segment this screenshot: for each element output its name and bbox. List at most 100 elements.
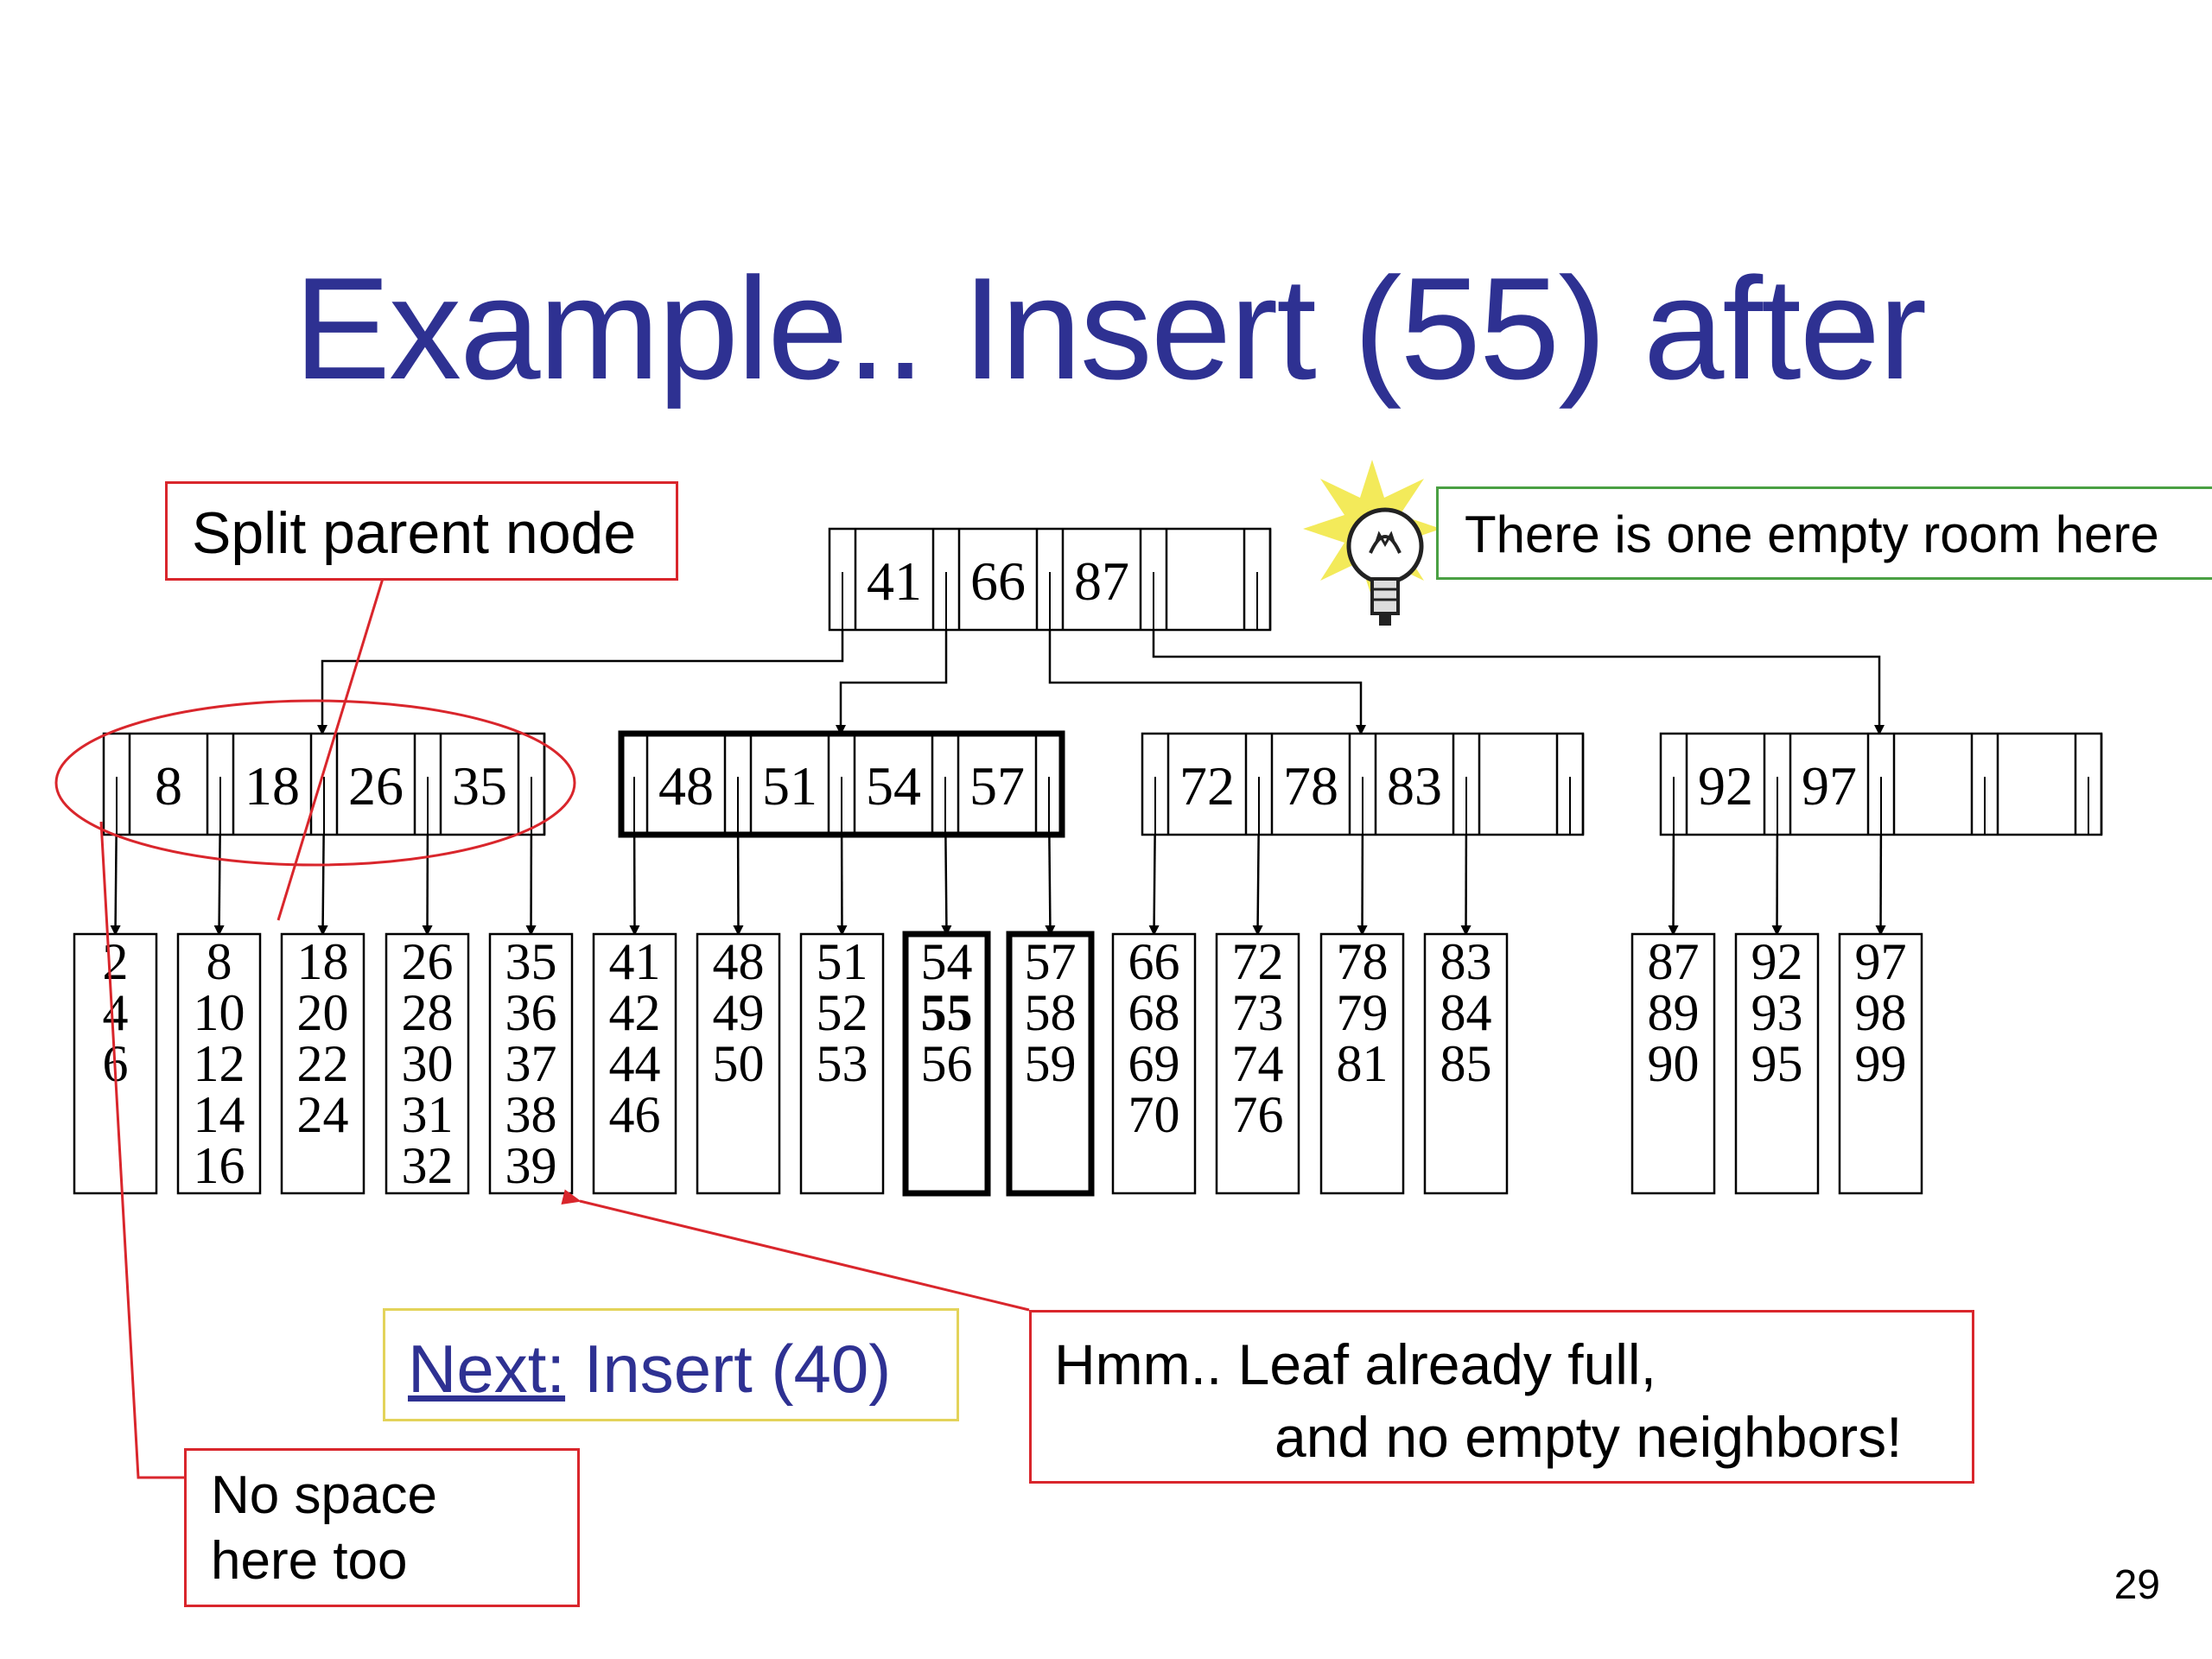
leaf-key: 18 <box>297 933 349 990</box>
leaf-key: 81 <box>1337 1035 1389 1092</box>
split-pointer-line <box>276 572 386 921</box>
leaf-key: 69 <box>1128 1035 1180 1092</box>
leaf-key: 22 <box>297 1035 349 1092</box>
leaf-key: 56 <box>921 1035 973 1092</box>
leaf-key: 24 <box>297 1086 349 1143</box>
next-insert-callout: Next: Insert (40) <box>383 1308 959 1421</box>
leaf-key: 70 <box>1128 1086 1180 1143</box>
leaf-key: 76 <box>1232 1086 1284 1143</box>
leaf-key: 97 <box>1855 933 1907 990</box>
leaf-key: 84 <box>1440 984 1492 1041</box>
internal-node-4: 92 97 <box>1659 732 2103 836</box>
leaf-key: 55 <box>921 984 973 1041</box>
leaf-key: 38 <box>505 1086 557 1143</box>
leaf-key: 44 <box>609 1035 661 1092</box>
leaf-box <box>1734 932 1820 1195</box>
leaf-key: 68 <box>1128 984 1180 1041</box>
leaf-key: 32 <box>402 1137 454 1194</box>
internal-node-4-key: 97 <box>1802 755 1857 817</box>
leaf-key: 39 <box>505 1137 557 1194</box>
leaf-key: 54 <box>921 933 973 990</box>
internal-node-2-key: 48 <box>658 755 714 817</box>
leaf-key: 51 <box>817 933 868 990</box>
internal-node-4-key: 92 <box>1698 755 1753 817</box>
leaf-key: 35 <box>505 933 557 990</box>
leaf-box <box>1838 932 1923 1195</box>
leaf-key: 85 <box>1440 1035 1492 1092</box>
internal-node-1: 8 18 26 35 <box>102 732 546 836</box>
leaf-key: 98 <box>1855 984 1907 1041</box>
internal-node-3-key: 83 <box>1387 755 1442 817</box>
leaf-box <box>1423 932 1509 1195</box>
internal-node-2: 48 51 54 57 <box>618 730 1065 838</box>
leaf-box <box>1111 932 1197 1195</box>
empty-room-text: There is one empty room here <box>1465 505 2159 563</box>
leaf-key: 8 <box>207 933 232 990</box>
leaf-key: 78 <box>1337 933 1389 990</box>
root-edge-1 <box>317 596 844 735</box>
leaf-key: 2 <box>103 933 129 990</box>
split-parent-callout: Split parent node <box>165 481 678 581</box>
leaf-box <box>488 932 574 1195</box>
internal-node-3-key: 72 <box>1179 755 1235 817</box>
internal-node-1-key: 26 <box>348 755 404 817</box>
root-node-key: 87 <box>1074 550 1129 612</box>
empty-room-callout: There is one empty room here <box>1436 486 2212 580</box>
leaf-box <box>799 932 885 1195</box>
leaf-key: 50 <box>713 1035 765 1092</box>
leaf-key: 42 <box>609 984 661 1041</box>
leaf-key: 92 <box>1751 933 1803 990</box>
leaf-key: 20 <box>297 984 349 1041</box>
no-space-callout: No space here too <box>184 1448 580 1607</box>
internal-node-2-key: 57 <box>969 755 1025 817</box>
leaf-key: 57 <box>1025 933 1077 990</box>
slide-title: Example.. Insert (55) after <box>294 247 1927 410</box>
leaf-box <box>280 932 365 1195</box>
leaf-key: 90 <box>1648 1035 1700 1092</box>
leaf-key: 49 <box>713 984 765 1041</box>
internal-node-1-key: 35 <box>452 755 507 817</box>
leaf-full-callout: Hmm.. Leaf already full, and no empty ne… <box>1029 1310 1974 1484</box>
leaf-key: 79 <box>1337 984 1389 1041</box>
internal-node-1-key: 18 <box>245 755 300 817</box>
leaf-box <box>1319 932 1405 1195</box>
leaf-key: 16 <box>194 1137 245 1194</box>
leaf-full-line2: and no empty neighbors! <box>1274 1405 1903 1469</box>
leaf-key: 12 <box>194 1035 245 1092</box>
lightbulb-icon <box>1303 460 1441 626</box>
leaf-key: 83 <box>1440 933 1492 990</box>
leaf-full-pointer-line <box>561 1189 1030 1312</box>
leaf-key: 46 <box>609 1086 661 1143</box>
leaf-key: 58 <box>1025 984 1077 1041</box>
leaf-key: 72 <box>1232 933 1284 990</box>
next-insert-text: Insert (40) <box>565 1331 892 1407</box>
internal-node-2-key: 54 <box>866 755 921 817</box>
leaf-key: 52 <box>817 984 868 1041</box>
internal-node-2-key: 51 <box>762 755 817 817</box>
leaf-key: 36 <box>505 984 557 1041</box>
next-link[interactable]: Next: <box>408 1331 566 1407</box>
internal-node-1-key: 8 <box>155 755 182 817</box>
leaf-full-line1: Hmm.. Leaf already full, <box>1054 1332 1656 1396</box>
leaf-key: 66 <box>1128 933 1180 990</box>
no-space-line1: No space <box>211 1465 437 1525</box>
root-edge-2 <box>836 596 948 735</box>
root-node-key: 41 <box>867 550 922 612</box>
leaf-key: 93 <box>1751 984 1803 1041</box>
